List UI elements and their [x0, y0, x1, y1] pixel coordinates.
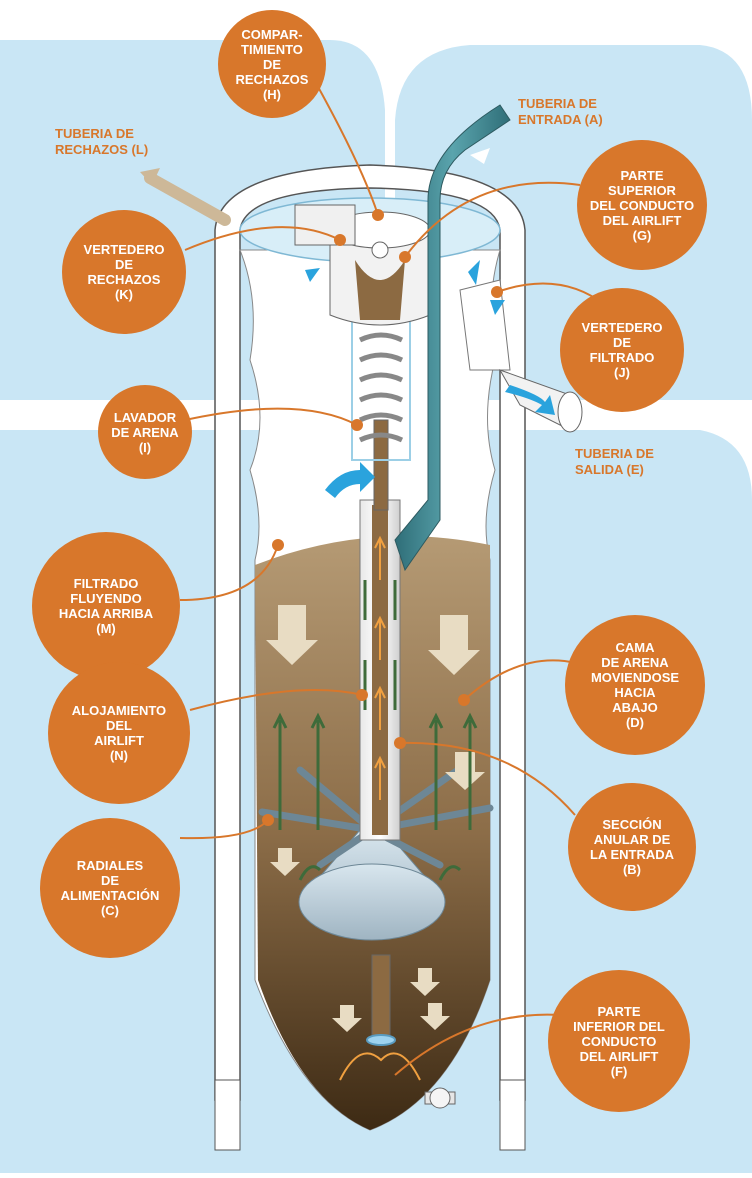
- callout-sand-washer: LAVADOR DE ARENA (I): [98, 385, 192, 479]
- callout-reject-weir: VERTEDERO DE RECHAZOS (K): [62, 210, 186, 334]
- callout-filtrate-weir: VERTEDERO DE FILTRADO (J): [560, 288, 684, 412]
- callout-airlift-bottom: PARTE INFERIOR DEL CONDUCTO DEL AIRLIFT …: [548, 970, 690, 1112]
- callout-feed-radials: RADIALES DE ALIMENTACIÓN (C): [40, 818, 180, 958]
- callout-filtrate-upflow: FILTRADO FLUYENDO HACIA ARRIBA (M): [32, 532, 180, 680]
- callout-airlift-top: PARTE SUPERIOR DEL CONDUCTO DEL AIRLIFT …: [577, 140, 707, 270]
- inlet-pipe-label: TUBERIA DE ENTRADA (A): [518, 96, 603, 128]
- callout-sand-bed: CAMA DE ARENA MOVIENDOSE HACIA ABAJO (D): [565, 615, 705, 755]
- callout-annular-section: SECCIÓN ANULAR DE LA ENTRADA (B): [568, 783, 696, 911]
- outlet-pipe-label: TUBERIA DE SALIDA (E): [575, 446, 654, 478]
- callout-reject-compartment: COMPAR- TIMIENTO DE RECHAZOS (H): [218, 10, 326, 118]
- callout-airlift-housing: ALOJAMIENTO DEL AIRLIFT (N): [48, 662, 190, 804]
- reject-pipe-label: TUBERIA DE RECHAZOS (L): [55, 126, 148, 158]
